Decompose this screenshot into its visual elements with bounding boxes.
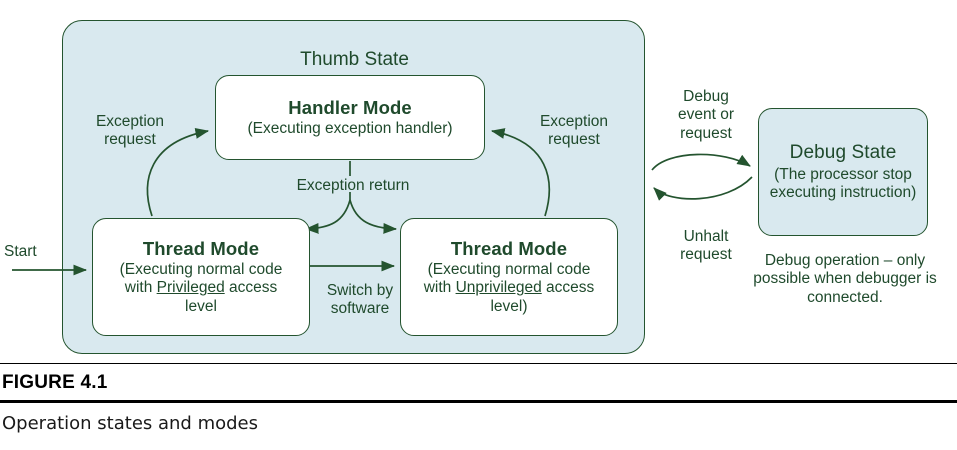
thumb-state-label: Thumb State xyxy=(300,49,409,70)
thread-mode-unprivileged-line1: (Executing normal code xyxy=(427,260,591,278)
label-exception-return: Exception return xyxy=(296,177,410,194)
label-exception-request-right: Exception request xyxy=(539,113,609,149)
debug-state-title: Debug State xyxy=(789,141,897,163)
thread-mode-unprivileged-line2-prefix: with xyxy=(423,279,456,297)
thread-mode-unprivileged-title: Thread Mode xyxy=(450,238,568,260)
handler-mode-subtitle: (Executing exception handler) xyxy=(247,119,453,137)
caption-rule-bottom xyxy=(0,400,957,403)
thread-mode-privileged-title: Thread Mode xyxy=(142,238,260,260)
label-debug-note: Debug operation – only possible when deb… xyxy=(753,252,937,306)
label-switch-by-software: Switch by software xyxy=(326,282,394,318)
thread-mode-privileged-line3: level xyxy=(185,297,217,315)
label-unhalt-request: Unhalt request xyxy=(680,228,732,264)
thread-mode-privileged-line2-suffix: access xyxy=(224,279,278,297)
thread-mode-unprivileged-access-level: Unprivileged xyxy=(455,279,542,297)
label-exception-request-left: Exception request xyxy=(95,113,165,149)
debug-state-subtitle: (The processor stop executing instructio… xyxy=(764,166,922,203)
handler-mode-node: Handler Mode (Executing exception handle… xyxy=(215,75,485,160)
thread-mode-privileged-line2: with Privileged access xyxy=(120,279,283,297)
thread-mode-privileged-subtitle: (Executing normal code with Privileged a… xyxy=(112,261,291,316)
thread-mode-unprivileged-node: Thread Mode (Executing normal code with … xyxy=(400,218,618,336)
label-debug-event-or-request: Debug event or request xyxy=(677,88,734,142)
figure-number: FIGURE 4.1 xyxy=(2,372,108,393)
thread-mode-privileged-line1: (Executing normal code xyxy=(119,260,283,278)
thread-mode-privileged-access-level: Privileged xyxy=(156,279,225,297)
caption-rule-top xyxy=(0,363,957,364)
thread-mode-unprivileged-subtitle: (Executing normal code with Unprivileged… xyxy=(416,261,603,316)
debug-state-node: Debug State (The processor stop executin… xyxy=(758,108,928,236)
figure-caption-text: Operation states and modes xyxy=(2,412,259,434)
figure-caption-block: FIGURE 4.1 Operation states and modes xyxy=(0,363,957,434)
thread-mode-privileged-node: Thread Mode (Executing normal code with … xyxy=(92,218,310,336)
label-start: Start xyxy=(4,243,37,260)
handler-mode-title: Handler Mode xyxy=(288,96,412,118)
thread-mode-privileged-line2-prefix: with xyxy=(124,279,157,297)
thread-mode-unprivileged-line2-suffix: access xyxy=(541,279,595,297)
debug-state-line1: (The processor stop xyxy=(774,165,912,183)
thread-mode-unprivileged-line3: level) xyxy=(490,297,528,315)
arrow-debug-event-request xyxy=(651,153,751,171)
debug-state-line2: executing instruction) xyxy=(769,184,917,202)
thread-mode-unprivileged-line2: with Unprivileged access xyxy=(424,279,595,297)
arrow-unhalt-request xyxy=(653,176,753,201)
